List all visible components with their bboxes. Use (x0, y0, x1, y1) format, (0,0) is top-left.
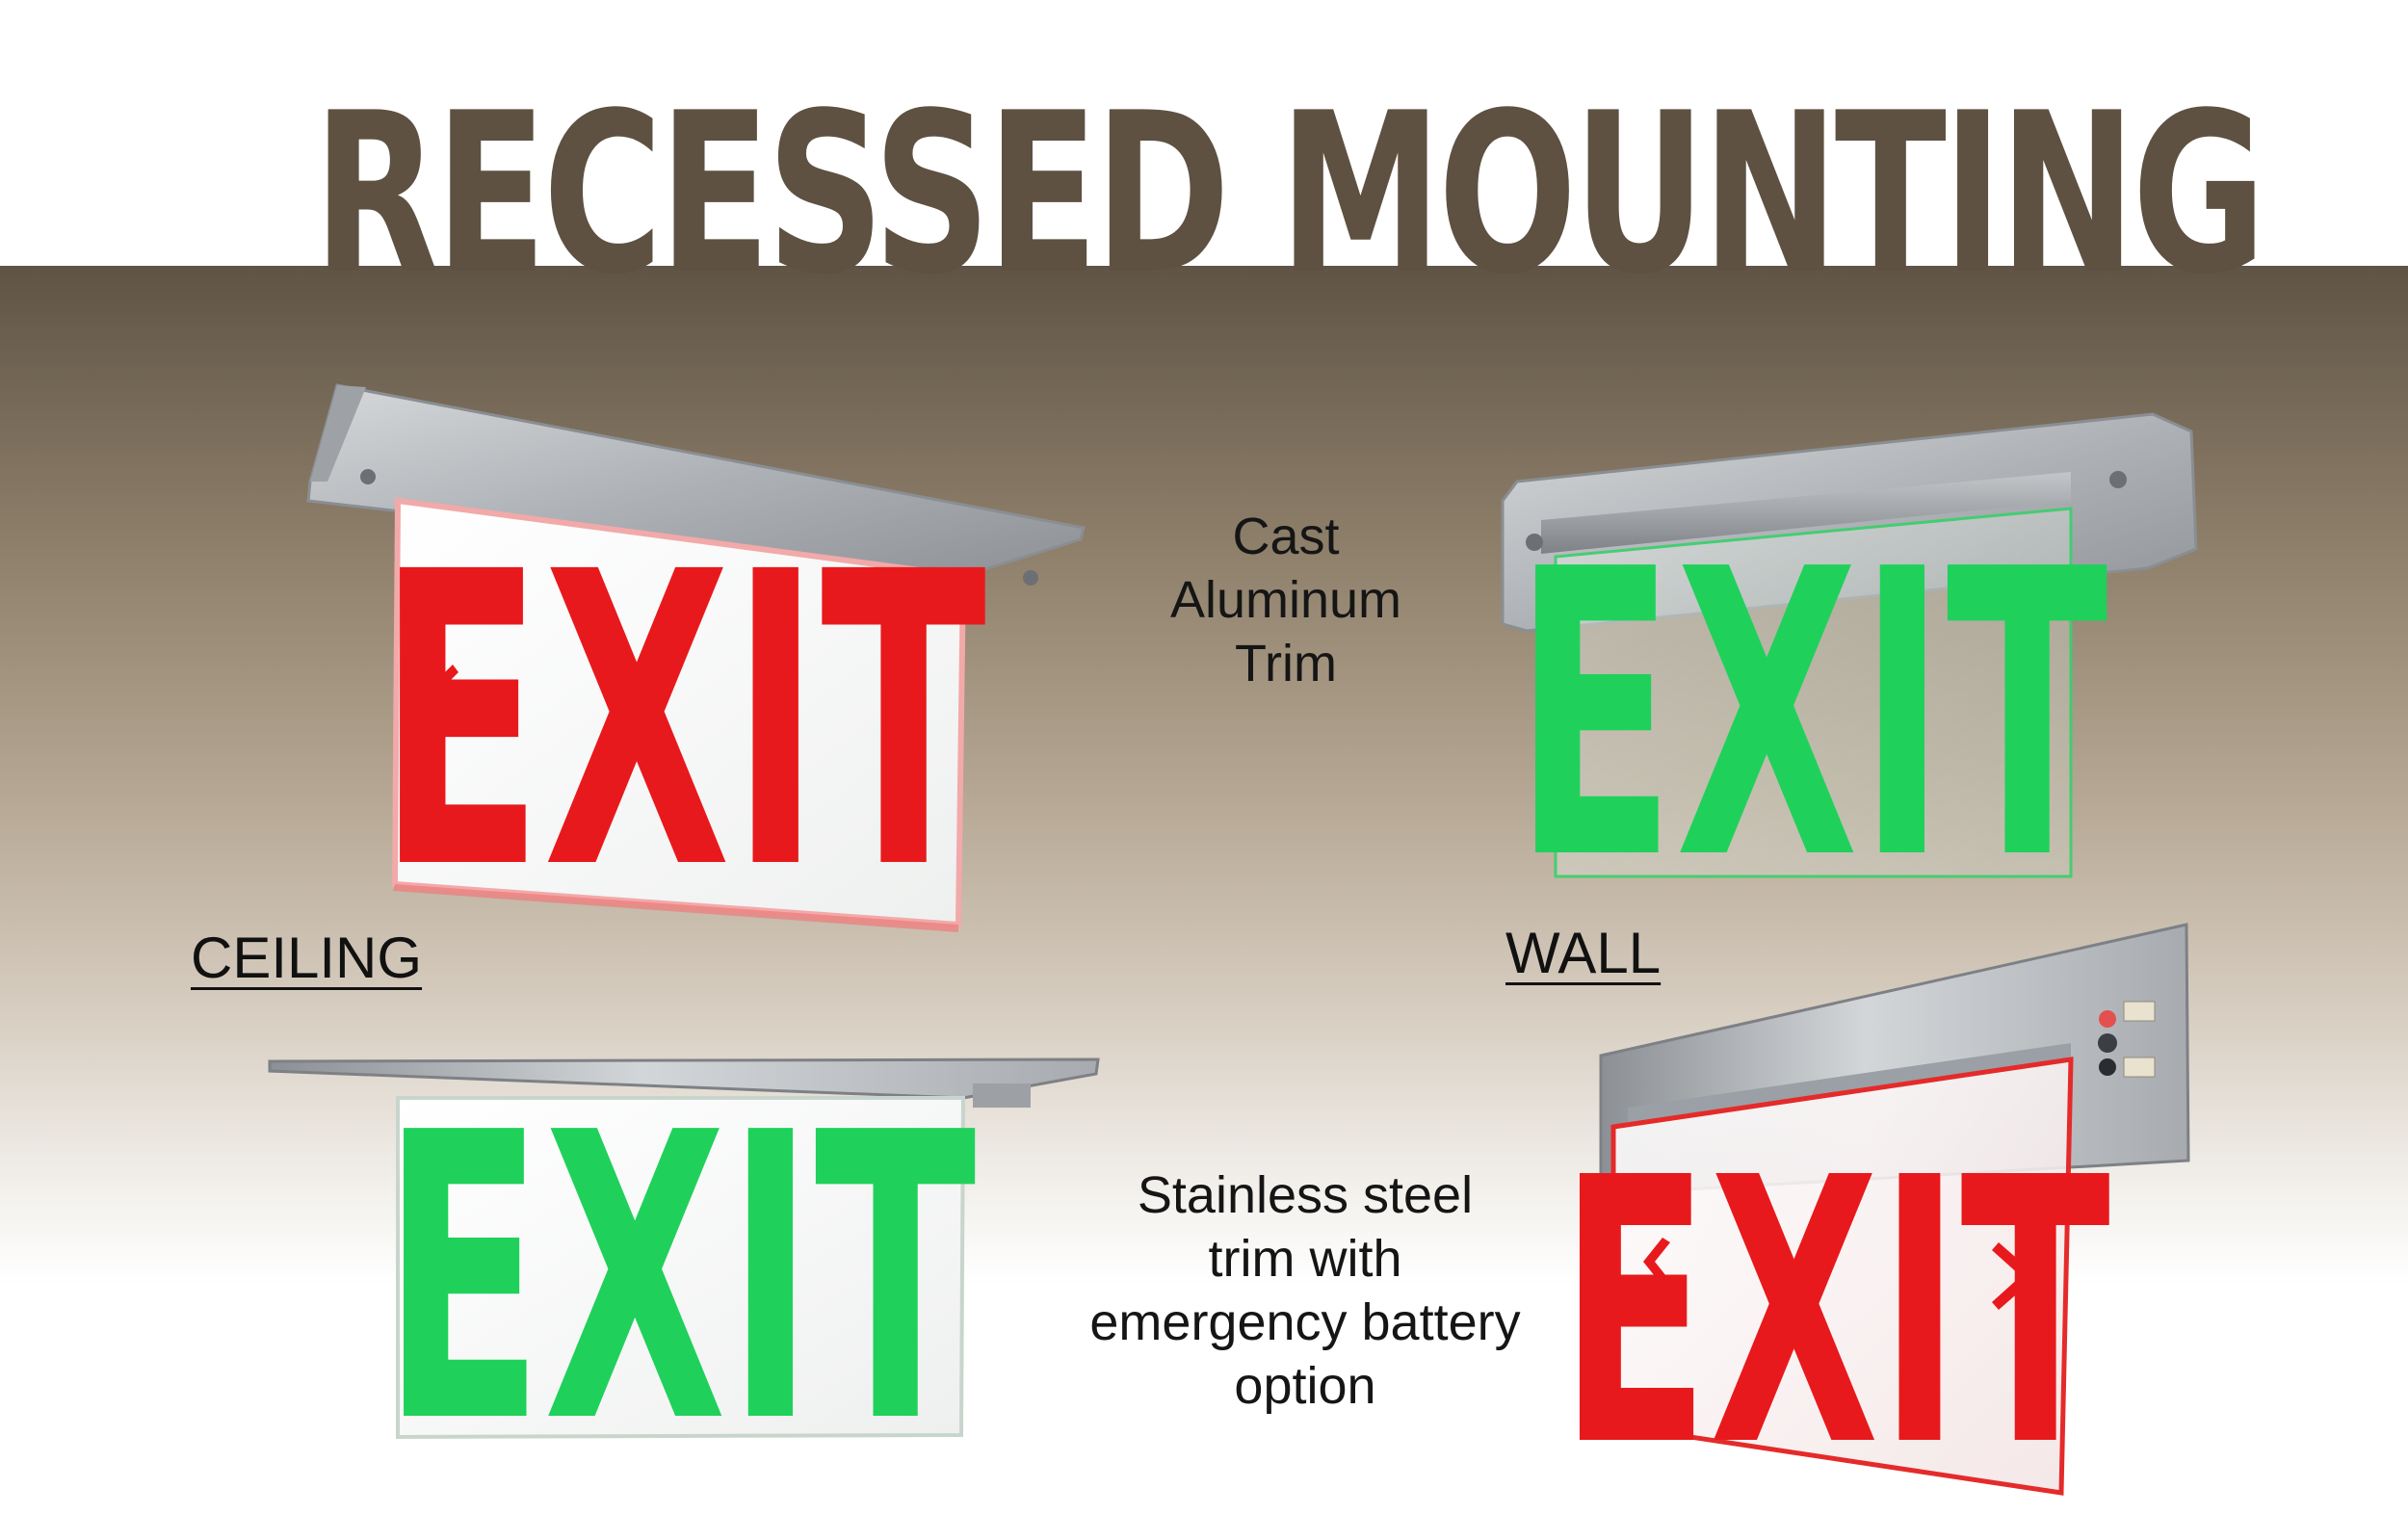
trim-end-cap (310, 385, 366, 482)
page-title: RECESSED MOUNTING (313, 66, 2266, 324)
wall-stainless-steel-exit-sign: EXIT (1559, 923, 2190, 1527)
test-button (2098, 1033, 2117, 1053)
glass-sign-panel (1610, 1057, 2074, 1496)
right-arrow-icon (1992, 1242, 2037, 1310)
wall-cast-aluminum-exit-sign: EXIT (1501, 412, 2198, 946)
trim-screw-icon (2109, 471, 2127, 488)
caption-line: Trim (1235, 635, 1337, 692)
trim-screw-icon (360, 469, 376, 484)
exit-letters: EXIT (378, 487, 987, 958)
stainless-steel-caption: Stainless steel trim with emergency batt… (1069, 1163, 1541, 1418)
caption-line: Cast (1232, 508, 1340, 565)
glass-sign-panel (1554, 507, 2073, 878)
ceiling-stainless-steel-exit-sign: EXIT (268, 1049, 1100, 1509)
sign-panel-edge-glow (393, 884, 958, 932)
caption-line: Aluminum (1169, 571, 1402, 629)
left-arrow-icon (429, 665, 458, 713)
warning-label (2123, 1001, 2156, 1022)
battery-housing (973, 1083, 1031, 1108)
exit-letters: EXIT (381, 1049, 977, 1509)
exit-letters: EXIT (1559, 1100, 2111, 1527)
indicator-light-icon (2099, 1010, 2116, 1028)
left-arrow-icon (1643, 1238, 1670, 1286)
wall-mount-label: WALL (1505, 921, 1662, 985)
ceiling-cast-aluminum-exit-sign: EXIT (306, 383, 1086, 958)
caption-line: option (1234, 1357, 1376, 1415)
caption-line: emergency battery (1089, 1293, 1521, 1351)
trim-channel (1628, 1043, 2071, 1127)
exit-letters: EXIT (1513, 485, 2108, 946)
trim-channel (1541, 472, 2071, 554)
cast-aluminum-caption: Cast Aluminum Trim (1156, 505, 1416, 695)
sign-panel (396, 1096, 966, 1440)
ceiling-mount-label: CEILING (191, 926, 423, 990)
trim-screw-icon (1023, 570, 1038, 586)
trim-screw-icon (1526, 534, 1543, 551)
indicator-light-icon (2099, 1058, 2116, 1076)
caption-line: trim with (1208, 1230, 1402, 1288)
warning-label (2123, 1057, 2156, 1078)
caption-line: Stainless steel (1137, 1166, 1474, 1224)
